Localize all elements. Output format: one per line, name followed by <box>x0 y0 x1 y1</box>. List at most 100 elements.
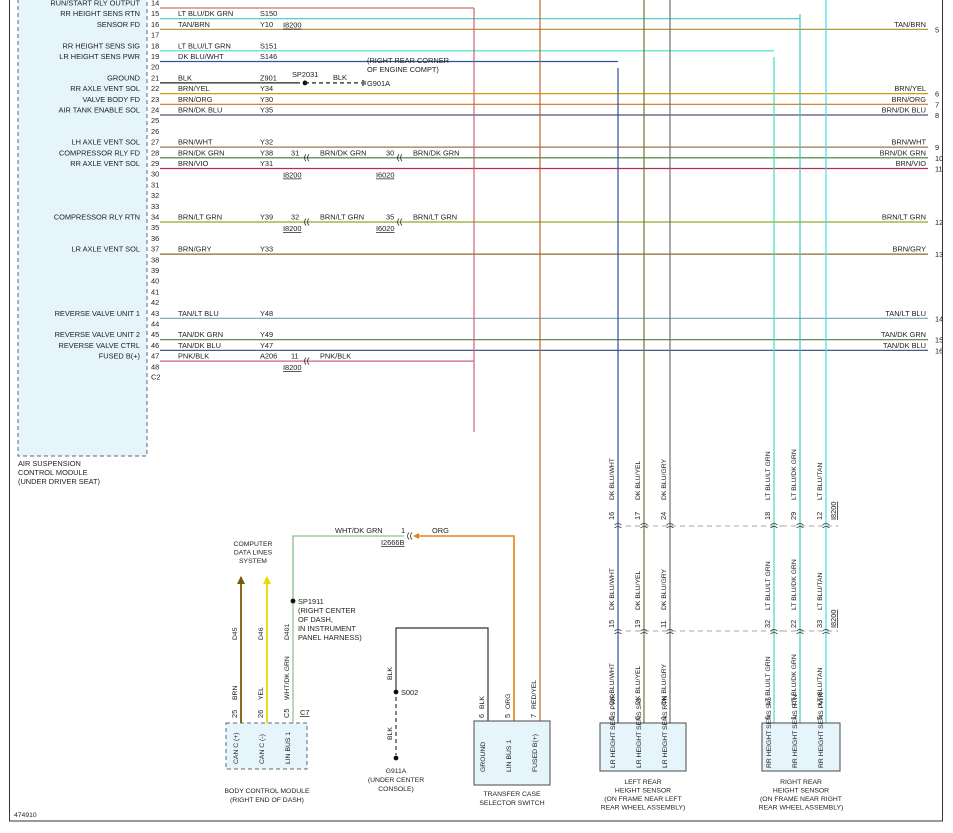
circuit-id: Y30 <box>260 95 273 104</box>
circuit-id: S150 <box>260 9 277 18</box>
wire-layer <box>144 0 928 761</box>
body-control-module <box>225 722 308 770</box>
connector-id: I8200 <box>283 363 302 372</box>
inline-connector-icon <box>304 218 310 226</box>
circuit-id: Y47 <box>260 341 273 350</box>
sensor-title: HEIGHT SENSOR <box>615 788 671 795</box>
splice-id: SP2031 <box>292 70 318 79</box>
tcss-wire-label: BLK <box>479 696 486 709</box>
cdl-label: DATA LINES <box>234 550 273 557</box>
wire-color-label: PNK/BLK <box>320 352 351 361</box>
diagram-border <box>9 0 943 822</box>
inline-connector-icon <box>640 523 648 529</box>
lin-bus-wire-left <box>292 535 404 600</box>
tcss-title: SELECTOR SWITCH <box>479 800 544 807</box>
wire-color-label: TAN/DK BLU <box>178 341 221 350</box>
tcss-ground-wire <box>395 627 489 721</box>
ascm-pin-number: 14 <box>151 0 159 8</box>
ascm-pin-number: 42 <box>151 298 159 307</box>
connector-id: I6020 <box>376 224 395 233</box>
circuit-id: S151 <box>260 41 277 50</box>
sensor-title: LEFT REAR <box>624 779 661 786</box>
splice-note: (RIGHT CENTER <box>298 606 356 615</box>
connector-pin: 30 <box>386 148 394 157</box>
tcss-pin: 6 <box>477 714 486 718</box>
sensor-top-pin: 17 <box>633 512 642 520</box>
ascm-pin-number: 27 <box>151 138 159 147</box>
sensor-title: HEIGHT SENSOR <box>773 788 829 795</box>
ascm-pin-number: 37 <box>151 245 159 254</box>
ground-g911a <box>393 755 399 761</box>
ascm-pin-label: REVERSE VALVE UNIT 2 <box>55 330 140 339</box>
sensor-pin-name: LR HEIGHT SENS RTN <box>662 696 669 768</box>
circuit-id: Y49 <box>260 330 273 339</box>
ascm-pin-label: GROUND <box>107 73 140 82</box>
bcm-title: (RIGHT END OF DASH) <box>230 797 304 804</box>
ascm-pin-number: 34 <box>151 213 159 222</box>
sensor-pin-name: LR HEIGHT SENS PWR <box>610 694 617 768</box>
sensor-wire-top: LT BLU/LT GRN <box>765 451 772 500</box>
page-reference: 9 <box>935 143 939 152</box>
connector-id: I8200 <box>283 171 302 180</box>
bcm-circuit: D46 <box>258 627 265 640</box>
page-reference: 11 <box>935 165 943 174</box>
page-reference: 14 <box>935 314 943 323</box>
inline-connector-icon <box>304 357 310 365</box>
inline-connector-icon <box>397 218 403 226</box>
ascm-title: (UNDER DRIVER SEAT) <box>18 477 100 486</box>
inline-connector-icon <box>666 629 674 635</box>
sensor-top-pin: 29 <box>789 512 798 520</box>
sensor-pin-name: RR HEIGHT SENS SIG <box>766 697 773 768</box>
ascm-pin-number: 44 <box>151 320 159 329</box>
ascm-pin-label: LR HEIGHT SENS PWR <box>59 52 140 61</box>
wire-color-label: BLK <box>178 73 192 82</box>
ascm-pin-number: 18 <box>151 41 159 50</box>
bcm-pin-name: LIN BUS 1 <box>285 732 292 764</box>
ground-note: (RIGHT REAR CORNER <box>367 56 449 65</box>
connector-pin: 31 <box>291 148 299 157</box>
circuit-id: Y39 <box>260 213 273 222</box>
sensor-wire-bottom: DK BLU/YEL <box>635 665 642 705</box>
inline-connector-icon <box>614 629 622 635</box>
connector-pin: 11 <box>291 352 299 361</box>
ascm-pin-number: 30 <box>151 170 159 179</box>
connector-id: I8200 <box>283 21 302 30</box>
inline-connector-icon <box>796 523 804 529</box>
right-wire-label: TAN/DK BLU <box>883 341 926 350</box>
inline-connector-icon <box>407 532 413 540</box>
wire-color-label: BRN/DK GRN <box>178 148 224 157</box>
sensor-wire-top: LT BLU/TAN <box>817 463 824 500</box>
circuit-id: Y34 <box>260 84 273 93</box>
sensor-pin-name: RR HEIGHT SENS PWR <box>818 693 825 768</box>
ground-g901a-icon <box>362 79 366 86</box>
sensor-wire-bottom: DK BLU/GRY <box>661 663 668 705</box>
bcm-pin: 26 <box>256 710 265 718</box>
tcss-pin-name: LIN BUS 1 <box>506 740 513 772</box>
wire-color-label: LT BLU/DK GRN <box>178 9 233 18</box>
sensor-pin: 1 <box>659 716 668 720</box>
sensor-wire-mid: DK BLU/GRY <box>661 568 668 610</box>
diagram-frame <box>9 0 943 822</box>
ascm-pin-label: AIR TANK ENABLE SOL <box>59 106 140 115</box>
right-wire-label: BRN/WHT <box>892 138 927 147</box>
right-rear-height-sensor <box>761 722 841 772</box>
connector-pin: 35 <box>386 213 394 222</box>
splice-id: S002 <box>401 688 418 697</box>
right-wire-label: BRN/YEL <box>894 84 926 93</box>
ascm-pin-number: 46 <box>151 341 159 350</box>
cdl-label: SYSTEM <box>239 558 267 565</box>
ascm-pin-label: SENSOR FD <box>97 20 140 29</box>
sensor-title: RIGHT REAR <box>780 779 822 786</box>
page-reference: 16 <box>935 346 943 355</box>
bcm-wire-label: BRN <box>232 686 239 700</box>
inline-connector-icon <box>397 154 403 162</box>
ascm-pin-number: 45 <box>151 330 159 339</box>
ascm-pin-number: 29 <box>151 159 159 168</box>
wire-color-label: BRN/GRY <box>178 245 212 254</box>
ascm-pin-label: LH AXLE VENT SOL <box>72 138 140 147</box>
ascm-pin-number: 48 <box>151 362 159 371</box>
inline-connector-icon <box>822 523 830 529</box>
page-reference: 5 <box>935 25 939 34</box>
ascm-pin-number: 39 <box>151 266 159 275</box>
air-suspension-control-module <box>17 0 148 457</box>
